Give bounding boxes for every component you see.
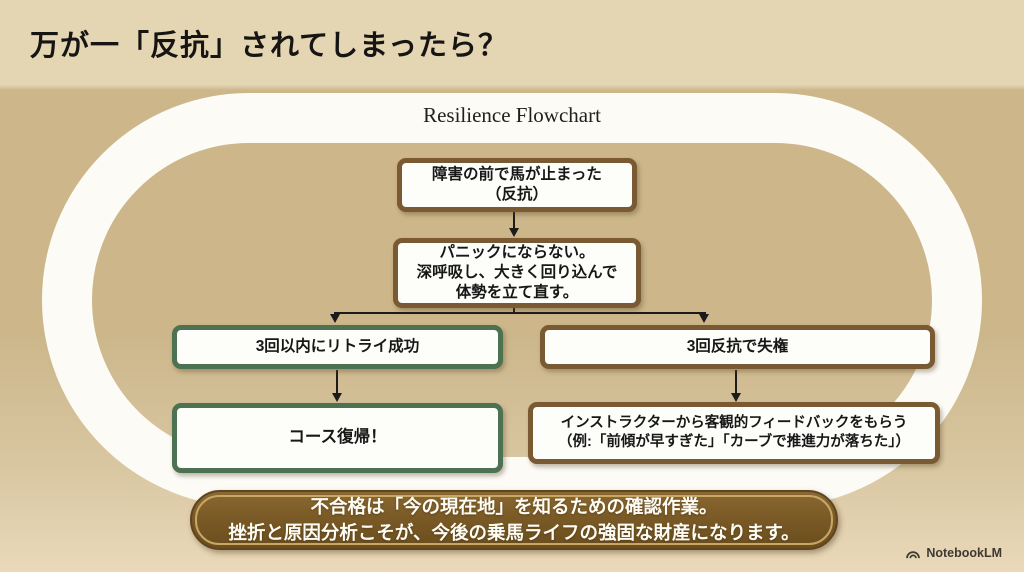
summary-banner: 不合格は「今の現在地」を知るための確認作業。 挫折と原因分析こそが、今後の乗馬ラ… bbox=[190, 490, 838, 550]
connector-line bbox=[334, 312, 706, 314]
arrow-down-icon bbox=[731, 393, 741, 402]
flow-node-text: インストラクターから客観的フィードバックをもらう bbox=[560, 415, 908, 432]
flow-node-text: 障害の前で馬が止まった bbox=[432, 165, 602, 183]
summary-banner-text: 挫折と原因分析こそが、今後の乗馬ライフの強固な財産になります。 bbox=[228, 522, 800, 543]
connector-line bbox=[513, 305, 515, 313]
page-title: 万が一「反抗」されてしまったら？ bbox=[30, 30, 508, 62]
flow-node-dont-panic: パニックにならない。 深呼吸し、大きく回り込んで 体勢を立て直す。 bbox=[393, 238, 641, 308]
arrow-down-icon bbox=[509, 228, 519, 237]
flow-node-retry-success: 3回以内にリトライ成功 bbox=[172, 325, 503, 369]
footer-brand-label: NotebookLM bbox=[926, 546, 1002, 560]
connector-line bbox=[513, 212, 515, 229]
connector-line bbox=[735, 370, 737, 394]
notebooklm-logo-icon bbox=[905, 547, 921, 560]
flow-node-text: （例:「前傾が早すぎた」「カーブで推進力が落ちた」） bbox=[558, 434, 910, 450]
flowchart-title: Resilience Flowchart bbox=[423, 103, 601, 127]
summary-banner-text: 不合格は「今の現在地」を知るための確認作業。 bbox=[310, 495, 718, 517]
arrow-down-icon bbox=[699, 314, 709, 323]
flow-node-course-return: コース復帰！ bbox=[172, 403, 503, 473]
flow-node-text: コース復帰！ bbox=[288, 428, 387, 447]
flow-node-text: パニックにならない。 bbox=[439, 243, 595, 261]
flow-node-three-refusals: 3回反抗で失権 bbox=[540, 325, 935, 369]
arrow-down-icon bbox=[330, 314, 340, 323]
arrow-down-icon bbox=[332, 393, 342, 402]
flow-node-instructor-feedback: インストラクターから客観的フィードバックをもらう （例:「前傾が早すぎた」「カー… bbox=[528, 402, 940, 464]
flow-node-text: 体勢を立て直す。 bbox=[455, 284, 579, 302]
footer-brand: NotebookLM bbox=[905, 546, 1002, 560]
flow-node-horse-stopped: 障害の前で馬が止まった （反抗） bbox=[397, 158, 637, 212]
flow-node-text: （反抗） bbox=[485, 186, 548, 203]
summary-banner-inner: 不合格は「今の現在地」を知るための確認作業。 挫折と原因分析こそが、今後の乗馬ラ… bbox=[195, 495, 833, 545]
connector-line bbox=[336, 370, 338, 394]
flow-node-text: 3回反抗で失権 bbox=[686, 337, 789, 355]
flow-node-text: 深呼吸し、大きく回り込んで bbox=[416, 263, 618, 281]
flow-node-text: 3回以内にリトライ成功 bbox=[255, 337, 420, 355]
